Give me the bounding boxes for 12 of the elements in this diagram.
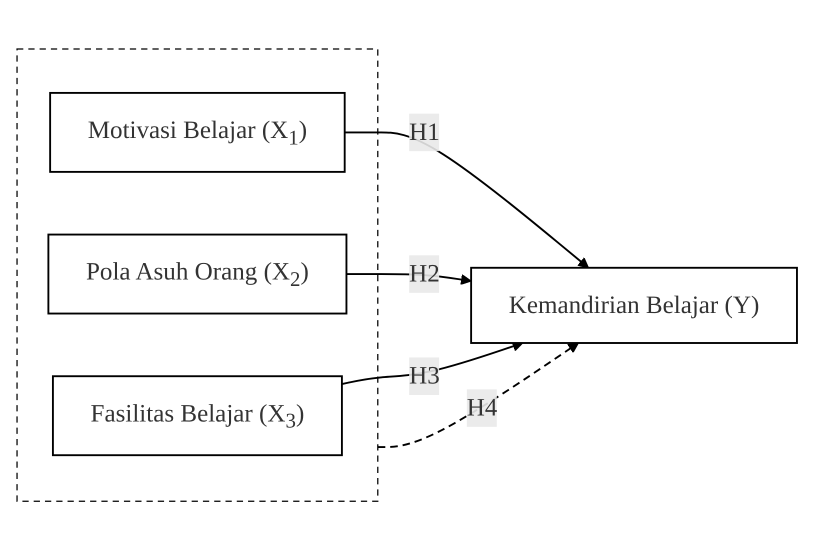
arrow [378, 342, 579, 448]
diagram: H1 H2 H3 H4 Motivasi Belajar (X$_{1}$) Pola Asuh Orang (X$_{2}$) Fasilitas Belajar (X$_{3}$) Kemandirian Belajar (Y) [7, 39, 807, 512]
edge-label: H4 [466, 394, 498, 422]
arrow [344, 132, 589, 269]
node-box [47, 234, 348, 315]
node-box [470, 267, 798, 344]
cluster [16, 48, 378, 502]
edge-label: H1 [409, 118, 440, 147]
node-box [49, 92, 346, 174]
node-box [52, 376, 343, 456]
edge-label: H3 [409, 362, 440, 390]
edge-label: H2 [409, 260, 440, 288]
